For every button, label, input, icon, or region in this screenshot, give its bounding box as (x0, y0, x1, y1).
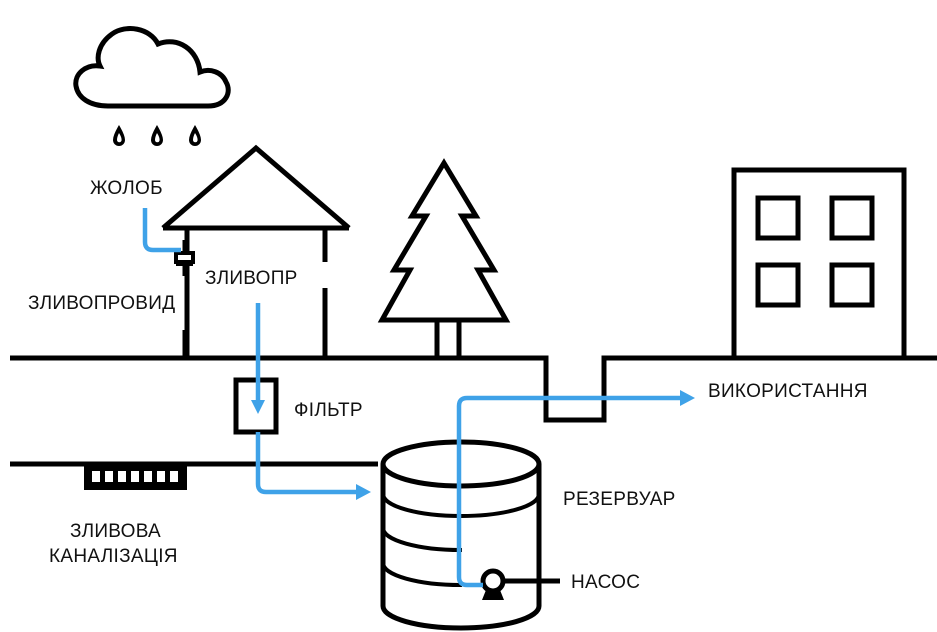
filter-label: ФІЛЬТР (294, 400, 363, 421)
flow-filter-to-reservoir (255, 432, 371, 500)
flow-gutter-to-downspout (142, 208, 181, 253)
building-icon (731, 167, 907, 361)
downspout-short-label-group: ЗЛИВОПР (203, 262, 328, 289)
gutter-label: ЖОЛОБ (90, 178, 163, 199)
pump-icon (480, 568, 560, 600)
flow-pump-to-usage (456, 390, 695, 588)
downspout-icon (174, 240, 195, 358)
usage-label: ВИКОРИСТАННЯ (708, 381, 868, 402)
pump-label: НАСОС (571, 572, 640, 593)
reservoir-label: РЕЗЕРВУАР (563, 489, 676, 510)
drain-grate-icon (84, 466, 187, 490)
tree-icon (377, 158, 511, 361)
raindrop-icon (113, 125, 201, 146)
cloud-icon (73, 26, 231, 109)
downspout-short-label: ЗЛИВОПР (205, 268, 298, 289)
storm-sewer-label-line1: ЗЛИВОВА (70, 521, 161, 542)
flow-downspout-to-filter (251, 303, 265, 414)
downspout-label: ЗЛИВОПРОВИД (28, 293, 175, 314)
storm-sewer-label-line2: КАНАЛІЗАЦІЯ (49, 546, 178, 567)
